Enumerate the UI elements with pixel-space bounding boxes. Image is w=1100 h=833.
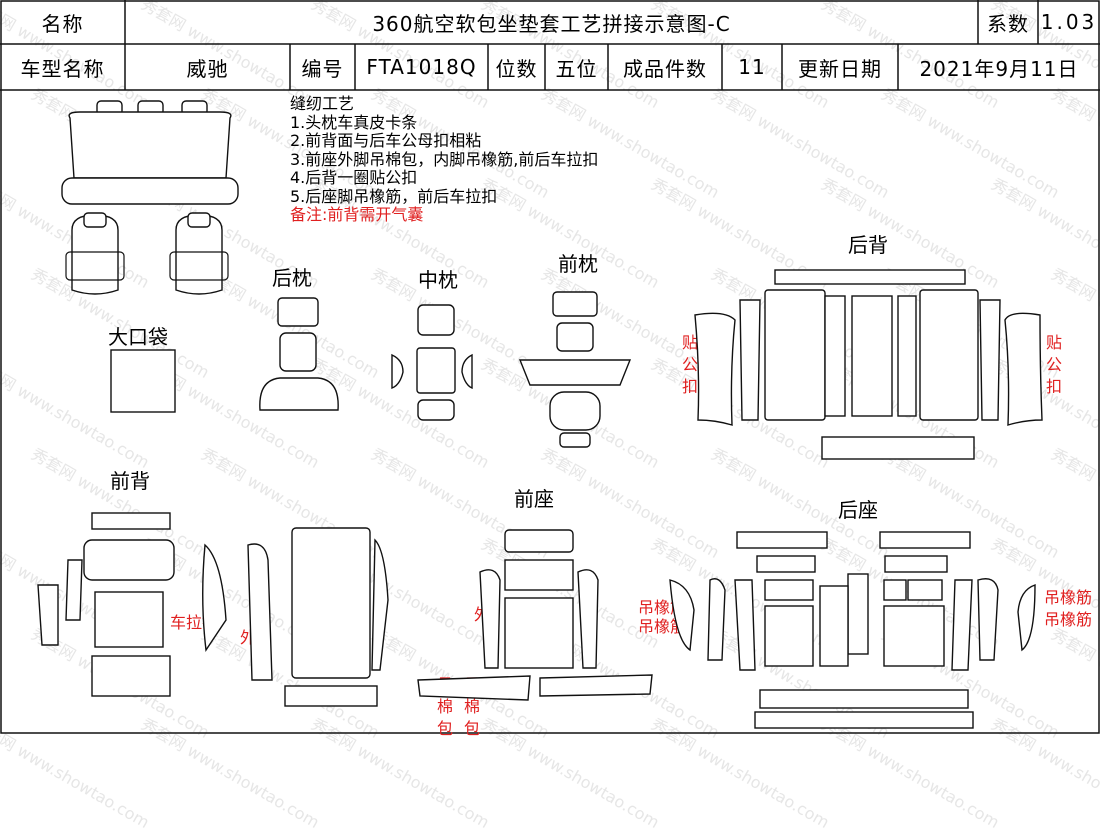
note-item: 4.后背一圈贴公扣 xyxy=(290,168,418,187)
pieces-label: 成品件数 xyxy=(623,56,707,81)
seats-label: 位数 xyxy=(495,56,538,81)
big-pocket-piece xyxy=(110,349,176,413)
tie-side-left-label: 贴公扣 xyxy=(681,333,698,396)
model-value: 威驰 xyxy=(186,56,229,81)
rear-headrest-label: 后枕 xyxy=(272,266,312,290)
code-value: FTA1018Q xyxy=(366,55,477,79)
date-label: 更新日期 xyxy=(798,56,882,81)
table-grid xyxy=(0,0,1100,734)
coef-label: 系数 xyxy=(987,11,1029,36)
rear-seat-pieces xyxy=(669,531,1036,729)
rear-seat-label: 后座 xyxy=(838,498,878,522)
elastic-right-label: 吊橡筋 xyxy=(1044,610,1093,629)
note-item: 5.后座脚吊橡筋，前后车拉扣 xyxy=(290,186,498,206)
pieces-value: 11 xyxy=(738,55,766,79)
sewing-notes: 缝纫工艺 1.头枕车真皮卡条 2.前背面与后车公母扣相粘 3.前座外脚吊棉包，内… xyxy=(290,94,599,225)
document-title: 360航空软包坐垫套工艺拼接示意图-C xyxy=(372,11,731,36)
elastic-right-label: 吊橡筋 xyxy=(1044,588,1093,607)
seats-value: 五位 xyxy=(555,56,598,81)
front-back-label: 前背 xyxy=(110,469,150,493)
rear-back-pieces xyxy=(694,269,1043,460)
notes-remark: 备注:前背需开气囊 xyxy=(290,205,424,224)
note-item: 1.头枕车真皮卡条 xyxy=(290,112,418,132)
note-item: 2.前背面与后车公母扣相粘 xyxy=(290,131,482,150)
date-value: 2021年9月11日 xyxy=(919,56,1079,81)
front-headrest-pieces xyxy=(518,291,632,448)
mid-headrest-label: 中枕 xyxy=(418,268,458,292)
code-label: 编号 xyxy=(301,56,344,81)
rear-back-label: 后背 xyxy=(848,233,888,257)
elastic-left-label: 吊橡筋 xyxy=(638,617,687,636)
coef-value: 1.03 xyxy=(1040,10,1098,34)
notes-title: 缝纫工艺 xyxy=(290,94,355,113)
tie-side-right-label: 贴公扣 xyxy=(1045,333,1062,396)
mid-headrest-pieces xyxy=(391,304,473,421)
big-pocket-label: 大口袋 xyxy=(108,325,168,349)
note-item: 3.前座外脚吊棉包，内脚吊橡筋,前后车拉扣 xyxy=(290,149,599,169)
model-label: 车型名称 xyxy=(20,56,105,81)
name-label: 名称 xyxy=(41,11,84,36)
seat-overview-illustration xyxy=(61,100,239,295)
rear-headrest-pieces xyxy=(259,297,339,411)
front-headrest-label: 前枕 xyxy=(558,252,598,276)
front-seat-label: 前座 xyxy=(514,487,554,511)
pattern-drawings xyxy=(37,100,1043,729)
front-seat-pieces xyxy=(417,529,653,701)
front-back-pieces xyxy=(37,512,389,707)
